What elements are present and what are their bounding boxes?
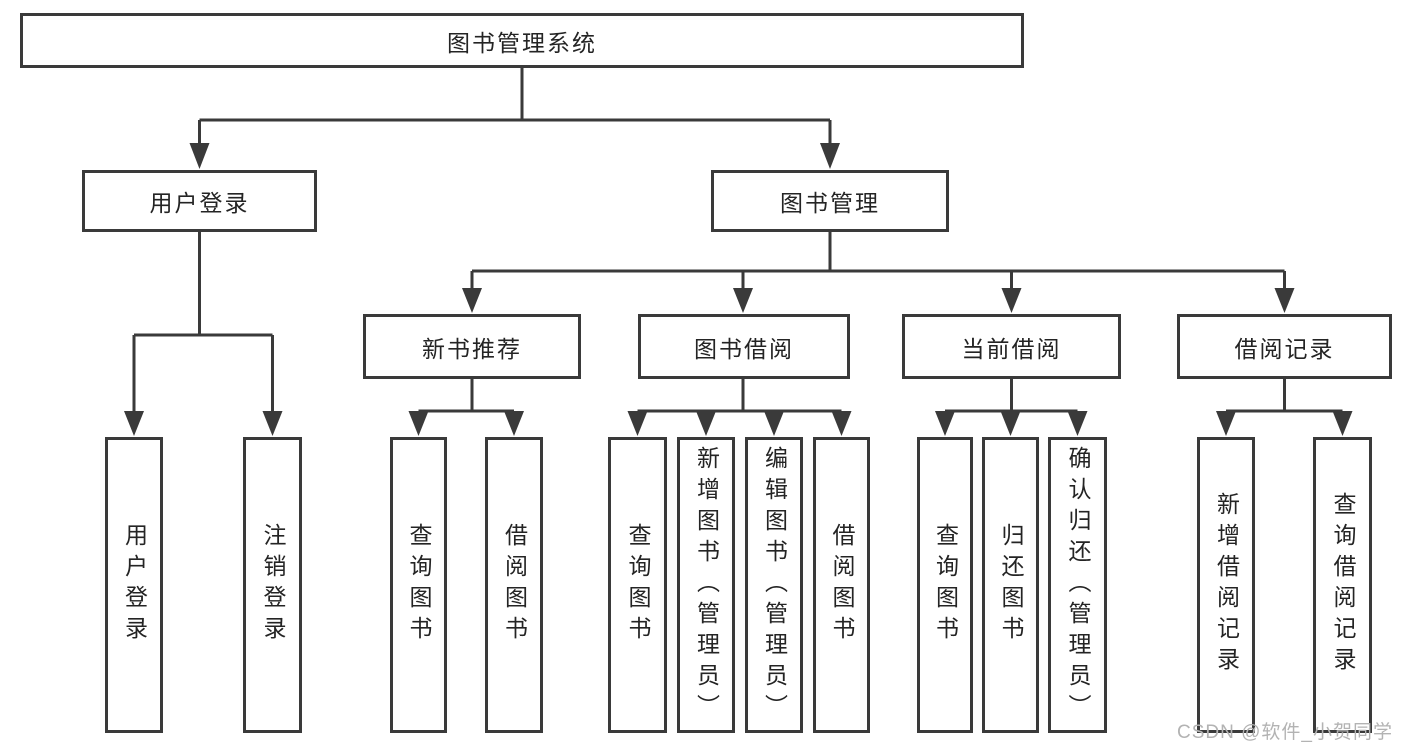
node-user-login: 用户登录 [82,170,317,232]
leaf-borrowing-borrow-books: 借阅图书 [813,437,870,733]
leaf-records-add-borrow-record: 新增借阅记录 [1197,437,1255,733]
node-book-management: 图书管理 [711,170,949,232]
leaf-records-query-borrow-record: 查询借阅记录 [1313,437,1372,733]
node-current-borrowing: 当前借阅 [902,314,1121,379]
leaf-current-confirm-return-admin: 确认归还（管理员） [1048,437,1107,733]
arrowheads [124,143,1353,436]
leaf-borrowing-edit-books-admin: 编辑图书（管理员） [745,437,803,733]
leaf-user-login: 用户登录 [105,437,163,733]
leaf-logout-login: 注销登录 [243,437,302,733]
leaf-current-return-books: 归还图书 [982,437,1039,733]
leaf-recommend-query-books: 查询图书 [390,437,447,733]
leaf-borrowing-add-books-admin: 新增图书（管理员） [677,437,735,733]
node-book-borrowing: 图书借阅 [638,314,850,379]
leaf-recommend-borrow-books: 借阅图书 [485,437,543,733]
node-library-management-system: 图书管理系统 [20,13,1024,68]
node-new-book-recommendation: 新书推荐 [363,314,581,379]
leaf-borrowing-query-books: 查询图书 [608,437,667,733]
leaf-current-query-books: 查询图书 [917,437,973,733]
node-borrowing-records: 借阅记录 [1177,314,1392,379]
